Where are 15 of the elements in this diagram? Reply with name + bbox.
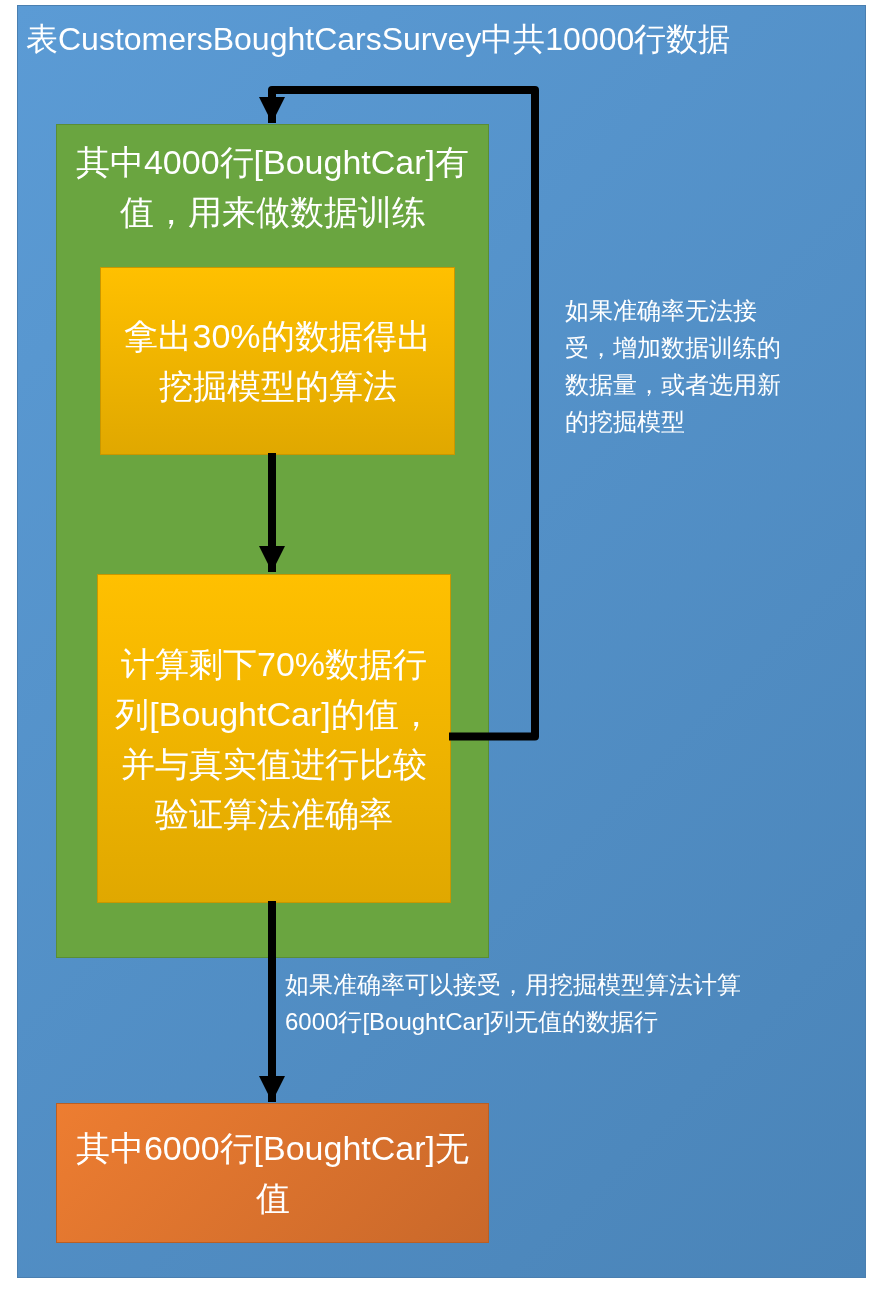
arrow bbox=[259, 453, 285, 572]
group-box bbox=[56, 124, 489, 958]
box-text: 计算剩下70%数据行列[BoughtCar]的值，并与真实值进行比较验证算法准确率 bbox=[114, 643, 434, 835]
process-box bbox=[56, 1103, 489, 1243]
edge-label: 如果准确率无法接受，增加数据训练的数据量，或者选用新的挖掘模型 bbox=[565, 296, 782, 437]
box-text: 其中6000行[BoughtCar]无值 bbox=[74, 1128, 471, 1219]
box-text: 其中4000行[BoughtCar]有值，用来做数据训练 bbox=[74, 142, 471, 233]
process-box bbox=[100, 267, 455, 455]
arrow bbox=[259, 86, 539, 741]
title: 表CustomersBoughtCarsSurvey中共10000行数据 bbox=[26, 20, 732, 59]
arrow bbox=[259, 901, 285, 1102]
box-text: 拿出30%的数据得出挖掘模型的算法 bbox=[123, 316, 432, 407]
process-box bbox=[97, 574, 451, 903]
edge-label: 如果准确率可以接受，用挖掘模型算法计算6000行[BoughtCar]列无值的数据行 bbox=[285, 970, 742, 1037]
panel bbox=[17, 5, 866, 1278]
